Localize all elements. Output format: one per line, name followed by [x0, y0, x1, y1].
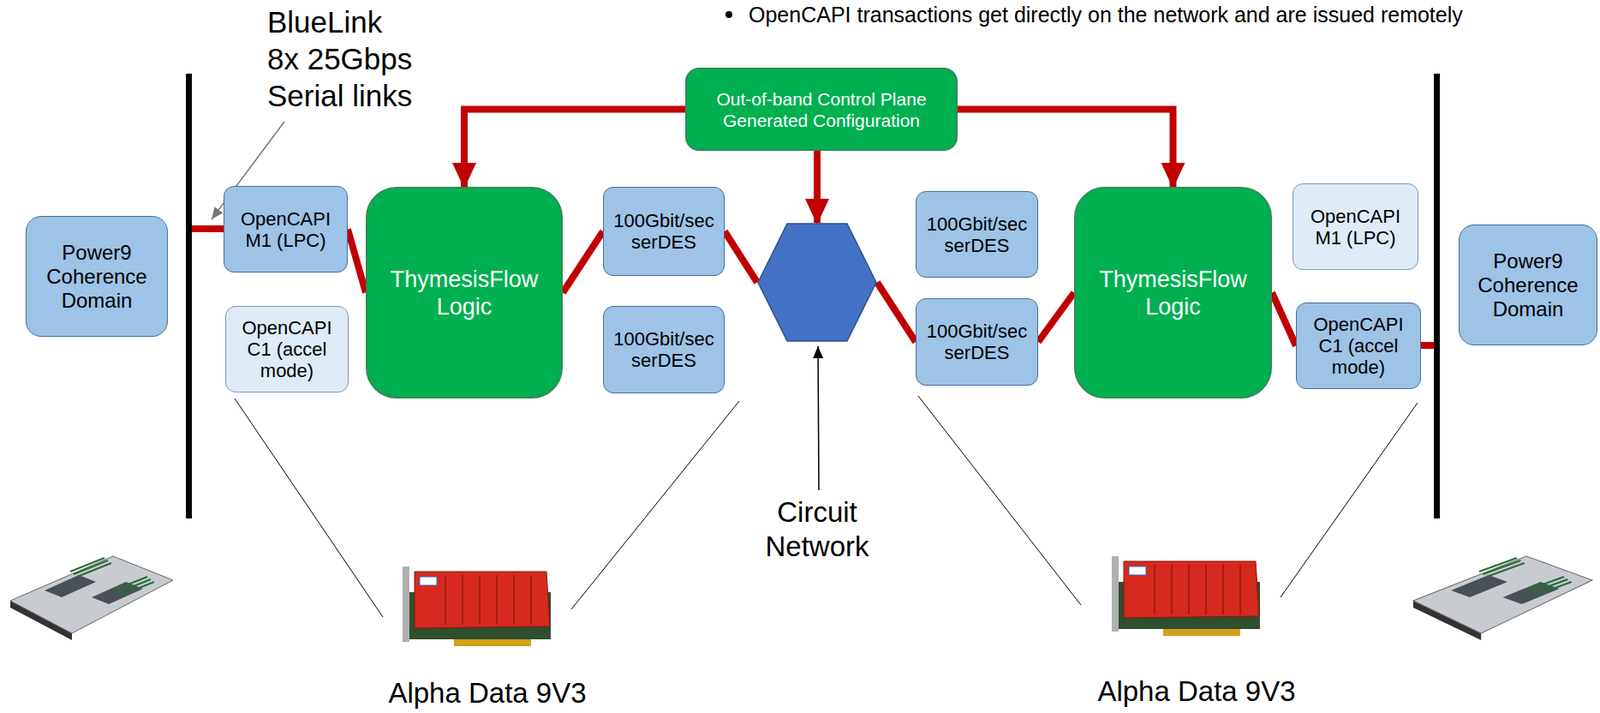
zoom-line	[234, 398, 383, 617]
opencapi-port-box: OpenCAPI M1 (LPC)	[1292, 183, 1419, 270]
zoom-line	[918, 395, 1081, 605]
serdes-box: 100Gbit/sec serDES	[602, 305, 725, 394]
node-text: Out-of-band Control Plane Generated Conf…	[692, 88, 951, 132]
opencapi-port-box: OpenCAPI C1 (accel mode)	[1295, 302, 1421, 389]
node-text: Circuit Network	[748, 495, 886, 564]
text-block: Power9 Coherence Domain	[26, 240, 168, 313]
opencapi-port-box: OpenCAPI C1 (accel mode)	[225, 305, 349, 393]
coherence-domain-box: Power9 Coherence Domain	[1458, 224, 1598, 346]
server-blade	[1413, 555, 1593, 640]
text-block: Out-of-band Control Plane Generated Conf…	[686, 88, 956, 132]
hexagon-outline	[758, 223, 877, 341]
logic-box: ThymesisFlow Logic	[1074, 186, 1272, 399]
node-text: OpenCAPI C1 (accel mode)	[1301, 313, 1415, 378]
blade-cpu	[1450, 574, 1508, 598]
bus-bar	[1433, 73, 1440, 519]
fpga-card	[402, 566, 551, 646]
connector	[813, 150, 821, 223]
card-bracket	[402, 566, 410, 642]
node-text: 100Gbit/sec serDES	[608, 328, 719, 371]
card-fins	[445, 574, 532, 625]
text-block: OpenCAPI C1 (accel mode)	[1296, 313, 1421, 378]
connector	[347, 229, 366, 293]
coherence-domain-box: Power9 Coherence Domain	[25, 215, 168, 337]
network-label: Circuit Network	[748, 495, 886, 564]
opencapi-port-box: OpenCAPI M1 (LPC)	[223, 185, 348, 273]
node-text: 100Gbit/sec serDES	[921, 320, 1033, 364]
hexagon-shape	[757, 222, 878, 342]
text-block: ThymesisFlow Logic	[1075, 265, 1271, 321]
node-text: 100Gbit/sec serDES	[608, 209, 719, 253]
node-text: OpenCAPI M1 (LPC)	[1298, 205, 1413, 249]
card-logo	[1128, 566, 1147, 575]
text-block: OpenCAPI M1 (LPC)	[224, 208, 347, 251]
connector	[464, 109, 686, 188]
control-plane-box: Out-of-band Control Plane Generated Conf…	[685, 67, 958, 151]
serdes-box: 100Gbit/sec serDES	[602, 186, 725, 276]
network-hexagon: Circuit Network	[757, 222, 878, 342]
text-block: 100Gbit/sec serDES	[603, 209, 724, 253]
card-logo	[419, 576, 437, 586]
connector	[1038, 292, 1075, 343]
card-fins	[1154, 564, 1241, 615]
zoom-line	[571, 400, 740, 609]
serdes-box: 100Gbit/sec serDES	[915, 191, 1039, 278]
text-block: 100Gbit/sec serDES	[603, 328, 724, 371]
connector	[562, 231, 603, 293]
blade-cpu	[44, 574, 96, 598]
connector	[877, 282, 916, 343]
card-shroud	[414, 571, 550, 628]
node-text: 100Gbit/sec serDES	[921, 213, 1033, 257]
connector	[724, 231, 758, 283]
bus-bar	[185, 73, 192, 519]
card-bracket	[1111, 555, 1119, 632]
note-text: OpenCAPI transactions get directly on th…	[748, 1, 1593, 28]
card-shroud	[1123, 561, 1260, 618]
text-block: OpenCAPI C1 (accel mode)	[226, 316, 348, 382]
link-stub	[191, 225, 227, 233]
node-text: ThymesisFlow Logic	[1080, 265, 1266, 321]
logic-box: ThymesisFlow Logic	[365, 186, 563, 399]
node-text: Power9 Coherence Domain	[31, 240, 162, 313]
serdes-box: 100Gbit/sec serDES	[915, 298, 1039, 386]
text-block: 100Gbit/sec serDES	[916, 213, 1038, 257]
node-text: Power9 Coherence Domain	[1464, 249, 1592, 322]
card-fingers	[1163, 628, 1241, 636]
text-block: 100Gbit/sec serDES	[916, 320, 1038, 364]
leader-line	[817, 346, 819, 490]
card-label: Alpha Data 9V3	[1076, 674, 1317, 708]
server-blade	[10, 555, 174, 640]
blade-dimms	[70, 557, 155, 596]
blade-dimms	[1479, 557, 1572, 596]
text-block: ThymesisFlow Logic	[367, 265, 562, 321]
connector	[957, 109, 1174, 188]
card-label: Alpha Data 9V3	[367, 676, 608, 710]
blade-board	[1413, 555, 1593, 633]
node-text: OpenCAPI C1 (accel mode)	[231, 316, 343, 382]
callout-label: BlueLink 8x 25Gbps Serial links	[267, 3, 420, 114]
node-text: OpenCAPI M1 (LPC)	[229, 208, 342, 251]
connector	[1271, 292, 1296, 347]
fpga-card	[1111, 555, 1260, 636]
text-block: OpenCAPI M1 (LPC)	[1293, 205, 1418, 249]
bullet-dot	[725, 11, 733, 18]
card-fingers	[453, 638, 532, 646]
zoom-line	[1280, 402, 1418, 598]
blade-board	[10, 555, 174, 633]
text-block: Power9 Coherence Domain	[1459, 249, 1597, 322]
node-text: ThymesisFlow Logic	[372, 265, 556, 321]
